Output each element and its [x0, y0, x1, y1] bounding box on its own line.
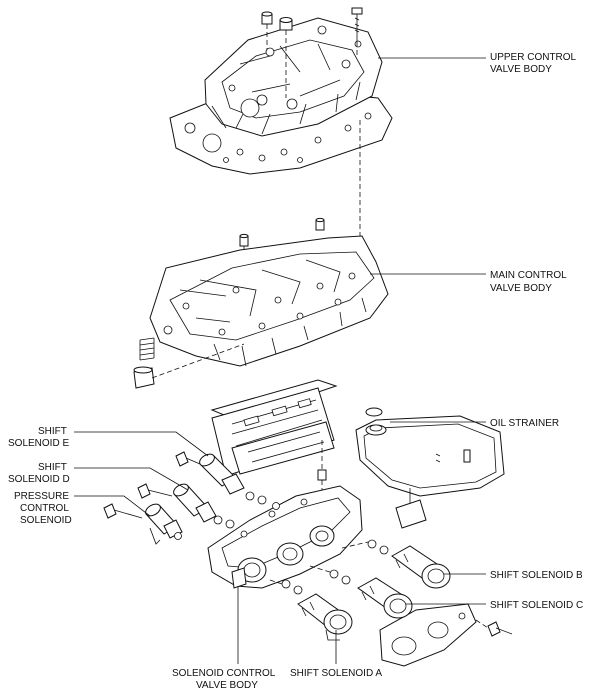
label-upper-control-valve-body: VALVE BODY	[490, 64, 552, 75]
o-ring	[293, 585, 303, 595]
retainer-bolt	[487, 621, 513, 637]
label-shift-solenoid-d: SHIFT	[38, 462, 67, 473]
gasket	[231, 421, 335, 475]
o-ring	[341, 575, 351, 585]
label-shift-solenoid-d: SOLENOID D	[8, 474, 70, 485]
leader-lines	[74, 57, 486, 664]
solenoid-bolt	[137, 483, 173, 499]
label-main-control-valve-body: MAIN CONTROL	[490, 270, 567, 281]
o-ring	[272, 502, 280, 510]
plug	[133, 366, 155, 389]
alignment-line	[309, 565, 331, 573]
main-control-valve-body	[149, 217, 389, 367]
label-upper-control-valve-body: UPPER CONTROL	[490, 52, 577, 63]
pressure-control-solenoid	[145, 503, 183, 545]
o-ring	[367, 539, 377, 549]
label-shift-solenoid-e: SOLENOID E	[8, 438, 69, 449]
label-pressure-control-solenoid: PRESSURE	[14, 491, 69, 502]
label-shift-solenoid-e: SHIFT	[38, 426, 67, 437]
solenoid-bolt	[103, 503, 143, 519]
label-shift-solenoid-a: SHIFT SOLENOID A	[290, 668, 382, 679]
o-ring	[281, 579, 291, 589]
alignment-line	[151, 343, 245, 379]
solenoid-retainer-plate	[379, 603, 477, 667]
label-oil-strainer: OIL STRAINER	[490, 418, 559, 429]
label-shift-solenoid-b: SHIFT SOLENOID B	[490, 570, 583, 581]
upper-control-valve-body	[169, 7, 393, 175]
alignment-line	[341, 541, 369, 549]
spring	[139, 337, 155, 361]
label-solenoid-control-valve-body: SOLENOID CONTROL	[172, 668, 276, 679]
oil-strainer	[355, 407, 505, 529]
shift-solenoid-b	[391, 545, 451, 589]
shift-solenoid-a	[297, 593, 353, 641]
solenoid-control-valve-body	[207, 485, 363, 589]
alignment-line	[475, 619, 489, 629]
label-pressure-control-solenoid: CONTROL	[20, 503, 69, 514]
label-main-control-valve-body: VALVE BODY	[490, 283, 552, 294]
shift-solenoid-d	[173, 483, 235, 529]
label-solenoid-control-valve-body: VALVE BODY	[196, 680, 258, 691]
o-ring	[365, 407, 383, 417]
shift-solenoid-c	[357, 577, 413, 619]
label-pressure-control-solenoid: SOLENOID	[20, 515, 72, 526]
alignment-line	[269, 579, 283, 585]
solenoid-bolt	[175, 451, 201, 467]
shift-solenoid-e	[199, 453, 267, 505]
locating-pin	[317, 469, 327, 481]
o-ring	[329, 569, 339, 579]
label-shift-solenoid-c: SHIFT SOLENOID C	[490, 600, 583, 611]
o-ring	[379, 545, 389, 555]
